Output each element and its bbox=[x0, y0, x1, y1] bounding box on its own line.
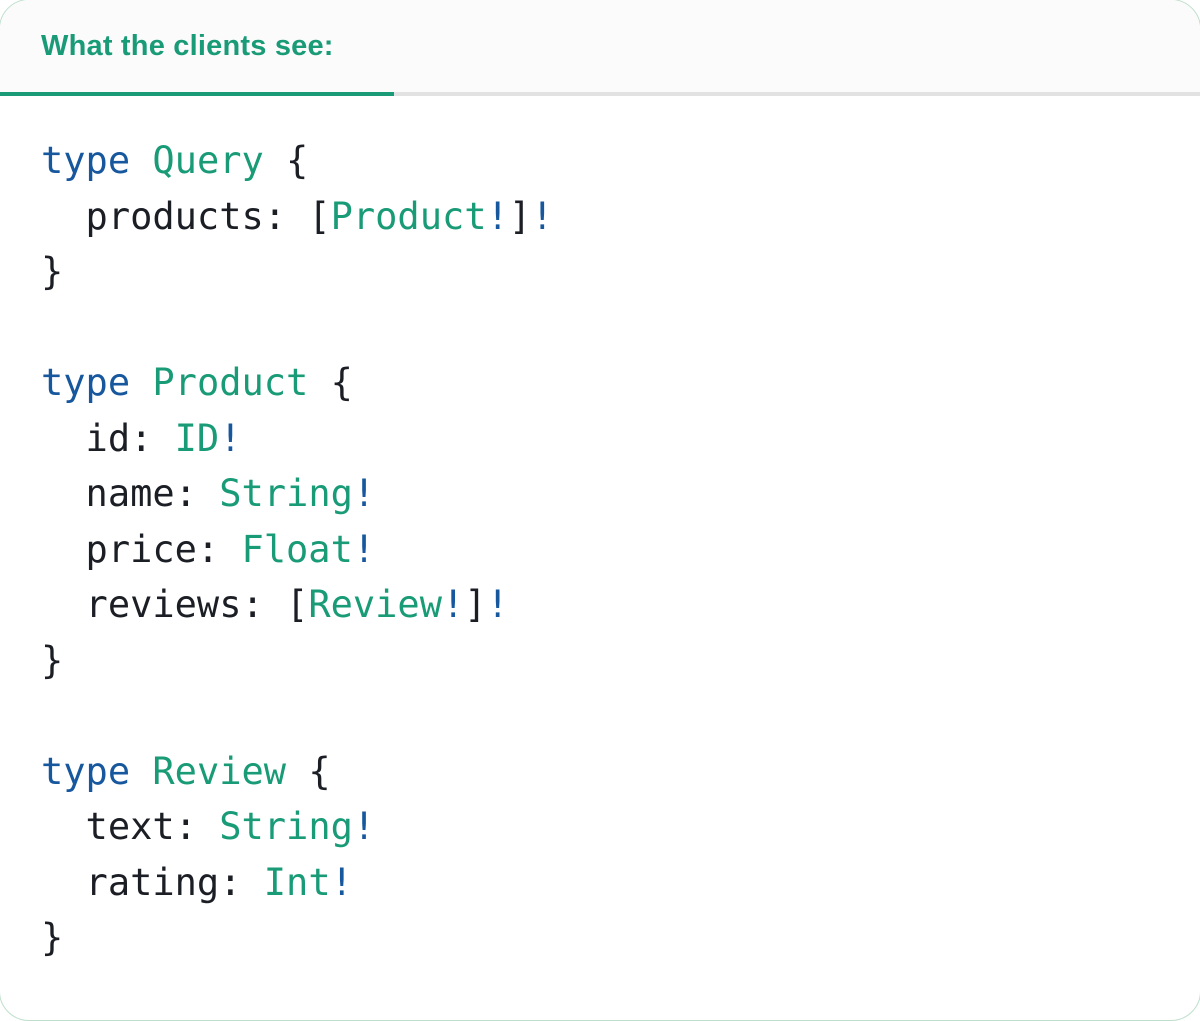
code-token-pl: price: bbox=[41, 527, 242, 571]
code-line: name: String! bbox=[41, 466, 1160, 522]
code-token-ty: Int bbox=[263, 860, 331, 904]
code-token-bang: ! bbox=[486, 194, 509, 238]
schema-code-block: type Query { products: [Product!]!}type … bbox=[0, 96, 1200, 966]
code-line: rating: Int! bbox=[41, 855, 1160, 911]
code-token-ty: Product bbox=[330, 194, 487, 238]
code-token-pl bbox=[130, 139, 152, 182]
tab-what-clients-see: What the clients see: bbox=[0, 0, 394, 96]
code-token-bang: ! bbox=[352, 805, 376, 848]
code-token-ty: Review bbox=[308, 583, 442, 626]
code-line: reviews: [Review!]! bbox=[41, 577, 1160, 633]
code-token-pl: { bbox=[263, 139, 309, 182]
code-line: products: [Product!]! bbox=[41, 189, 1160, 245]
code-token-bang: ! bbox=[352, 527, 376, 571]
code-line bbox=[41, 300, 1160, 356]
code-token-pl bbox=[130, 750, 152, 793]
code-token-ty: String bbox=[219, 472, 353, 515]
code-token-pl: { bbox=[286, 749, 331, 793]
code-line: price: Float! bbox=[41, 522, 1160, 578]
code-token-pl: { bbox=[308, 361, 353, 404]
code-token-bang: ! bbox=[486, 583, 509, 626]
code-token-bang: ! bbox=[352, 472, 376, 515]
code-token-pl: } bbox=[41, 250, 64, 293]
code-token-pl: ] bbox=[508, 194, 532, 238]
code-token-pl bbox=[130, 361, 152, 404]
card-header: What the clients see: bbox=[0, 0, 1200, 96]
code-line: } bbox=[41, 910, 1160, 966]
code-line: type Product { bbox=[41, 355, 1160, 411]
code-token-pl: } bbox=[41, 916, 64, 959]
code-token-kw: type bbox=[41, 361, 131, 404]
code-token-pl: products: [ bbox=[41, 194, 331, 238]
code-token-bang: ! bbox=[330, 860, 353, 904]
code-token-kw: type bbox=[41, 139, 131, 182]
code-token-kw: type bbox=[41, 749, 131, 793]
code-token-bang: ! bbox=[531, 194, 554, 238]
code-token-ty: Product bbox=[152, 361, 309, 404]
code-line: text: String! bbox=[41, 799, 1160, 855]
code-token-ty: Query bbox=[152, 139, 264, 182]
code-line: type Review { bbox=[41, 744, 1160, 800]
code-token-pl: } bbox=[41, 638, 64, 682]
code-token-bang: ! bbox=[441, 583, 465, 626]
code-token-pl: text: bbox=[41, 805, 220, 848]
code-token-pl: ] bbox=[464, 583, 487, 626]
tab-label: What the clients see: bbox=[41, 29, 334, 62]
code-token-pl: id: bbox=[41, 416, 175, 460]
code-token-pl: rating: bbox=[41, 860, 264, 904]
code-line: } bbox=[41, 244, 1160, 300]
code-line: } bbox=[41, 633, 1160, 689]
code-token-ty: String bbox=[219, 805, 353, 848]
code-token-ty: ID bbox=[174, 416, 220, 460]
code-line: type Query { bbox=[41, 133, 1160, 189]
code-token-bang: ! bbox=[219, 416, 242, 460]
code-token-pl: reviews: [ bbox=[41, 583, 309, 626]
code-line: id: ID! bbox=[41, 411, 1160, 467]
code-token-ty: Float bbox=[241, 527, 353, 571]
code-token-pl: name: bbox=[41, 472, 220, 515]
code-token-ty: Review bbox=[152, 749, 287, 793]
code-line bbox=[41, 688, 1160, 744]
